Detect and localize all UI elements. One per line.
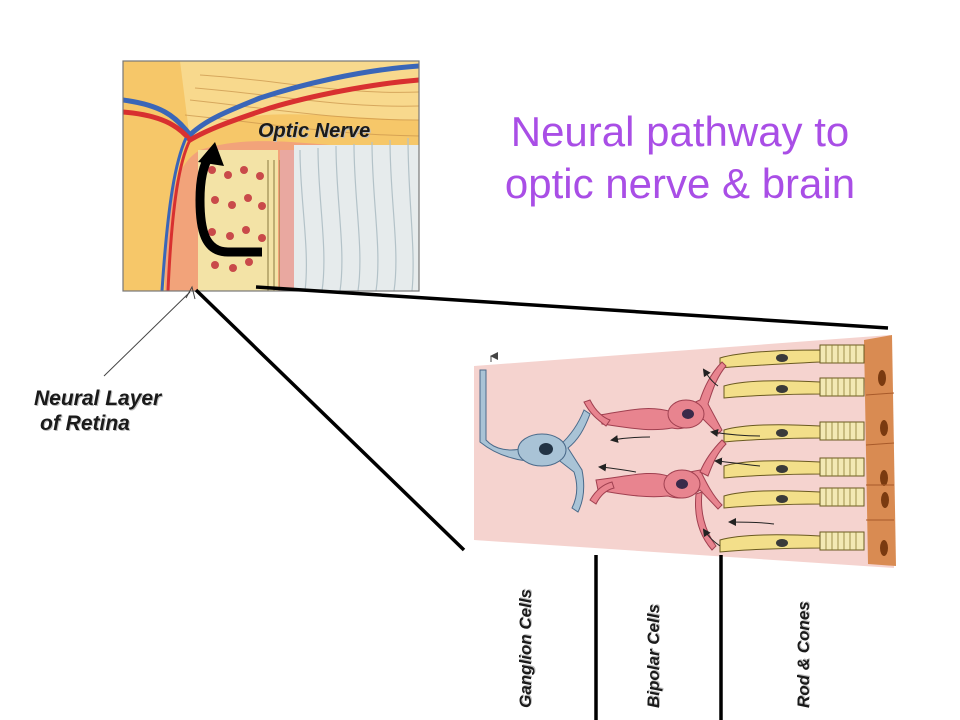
neural-layer-pointer: [103, 285, 196, 377]
slide-title: Neural pathway to optic nerve & brain: [440, 106, 920, 210]
ganglion-cell: [479, 352, 591, 513]
signal-arrows: [598, 368, 775, 547]
slide-title-line1: Neural pathway to: [510, 108, 850, 155]
inset-border: [122, 60, 420, 292]
neural-layer-label-line1: Neural Layer: [34, 387, 162, 410]
optic-nerve-label: Optic Nerve: [258, 120, 371, 142]
bipolar-cells-label: Bipolar Cells: [644, 604, 663, 708]
photoreceptor-cells: [719, 344, 865, 553]
neural-layer-label: Neural Layer of Retina: [34, 386, 161, 436]
eye-cross-section-inset: [123, 61, 419, 291]
zoom-lines: [194, 285, 889, 552]
rods-cones-label: Rod & Cones: [794, 601, 813, 708]
neural-layer-label-line2: of Retina: [40, 412, 130, 435]
slide-title-line2: optic nerve & brain: [504, 160, 856, 207]
ganglion-cells-label: Ganglion Cells: [516, 588, 535, 708]
magnified-retina: [474, 335, 896, 568]
pigment-epithelium: [864, 335, 896, 566]
layer-divider-lines: [594, 555, 723, 720]
